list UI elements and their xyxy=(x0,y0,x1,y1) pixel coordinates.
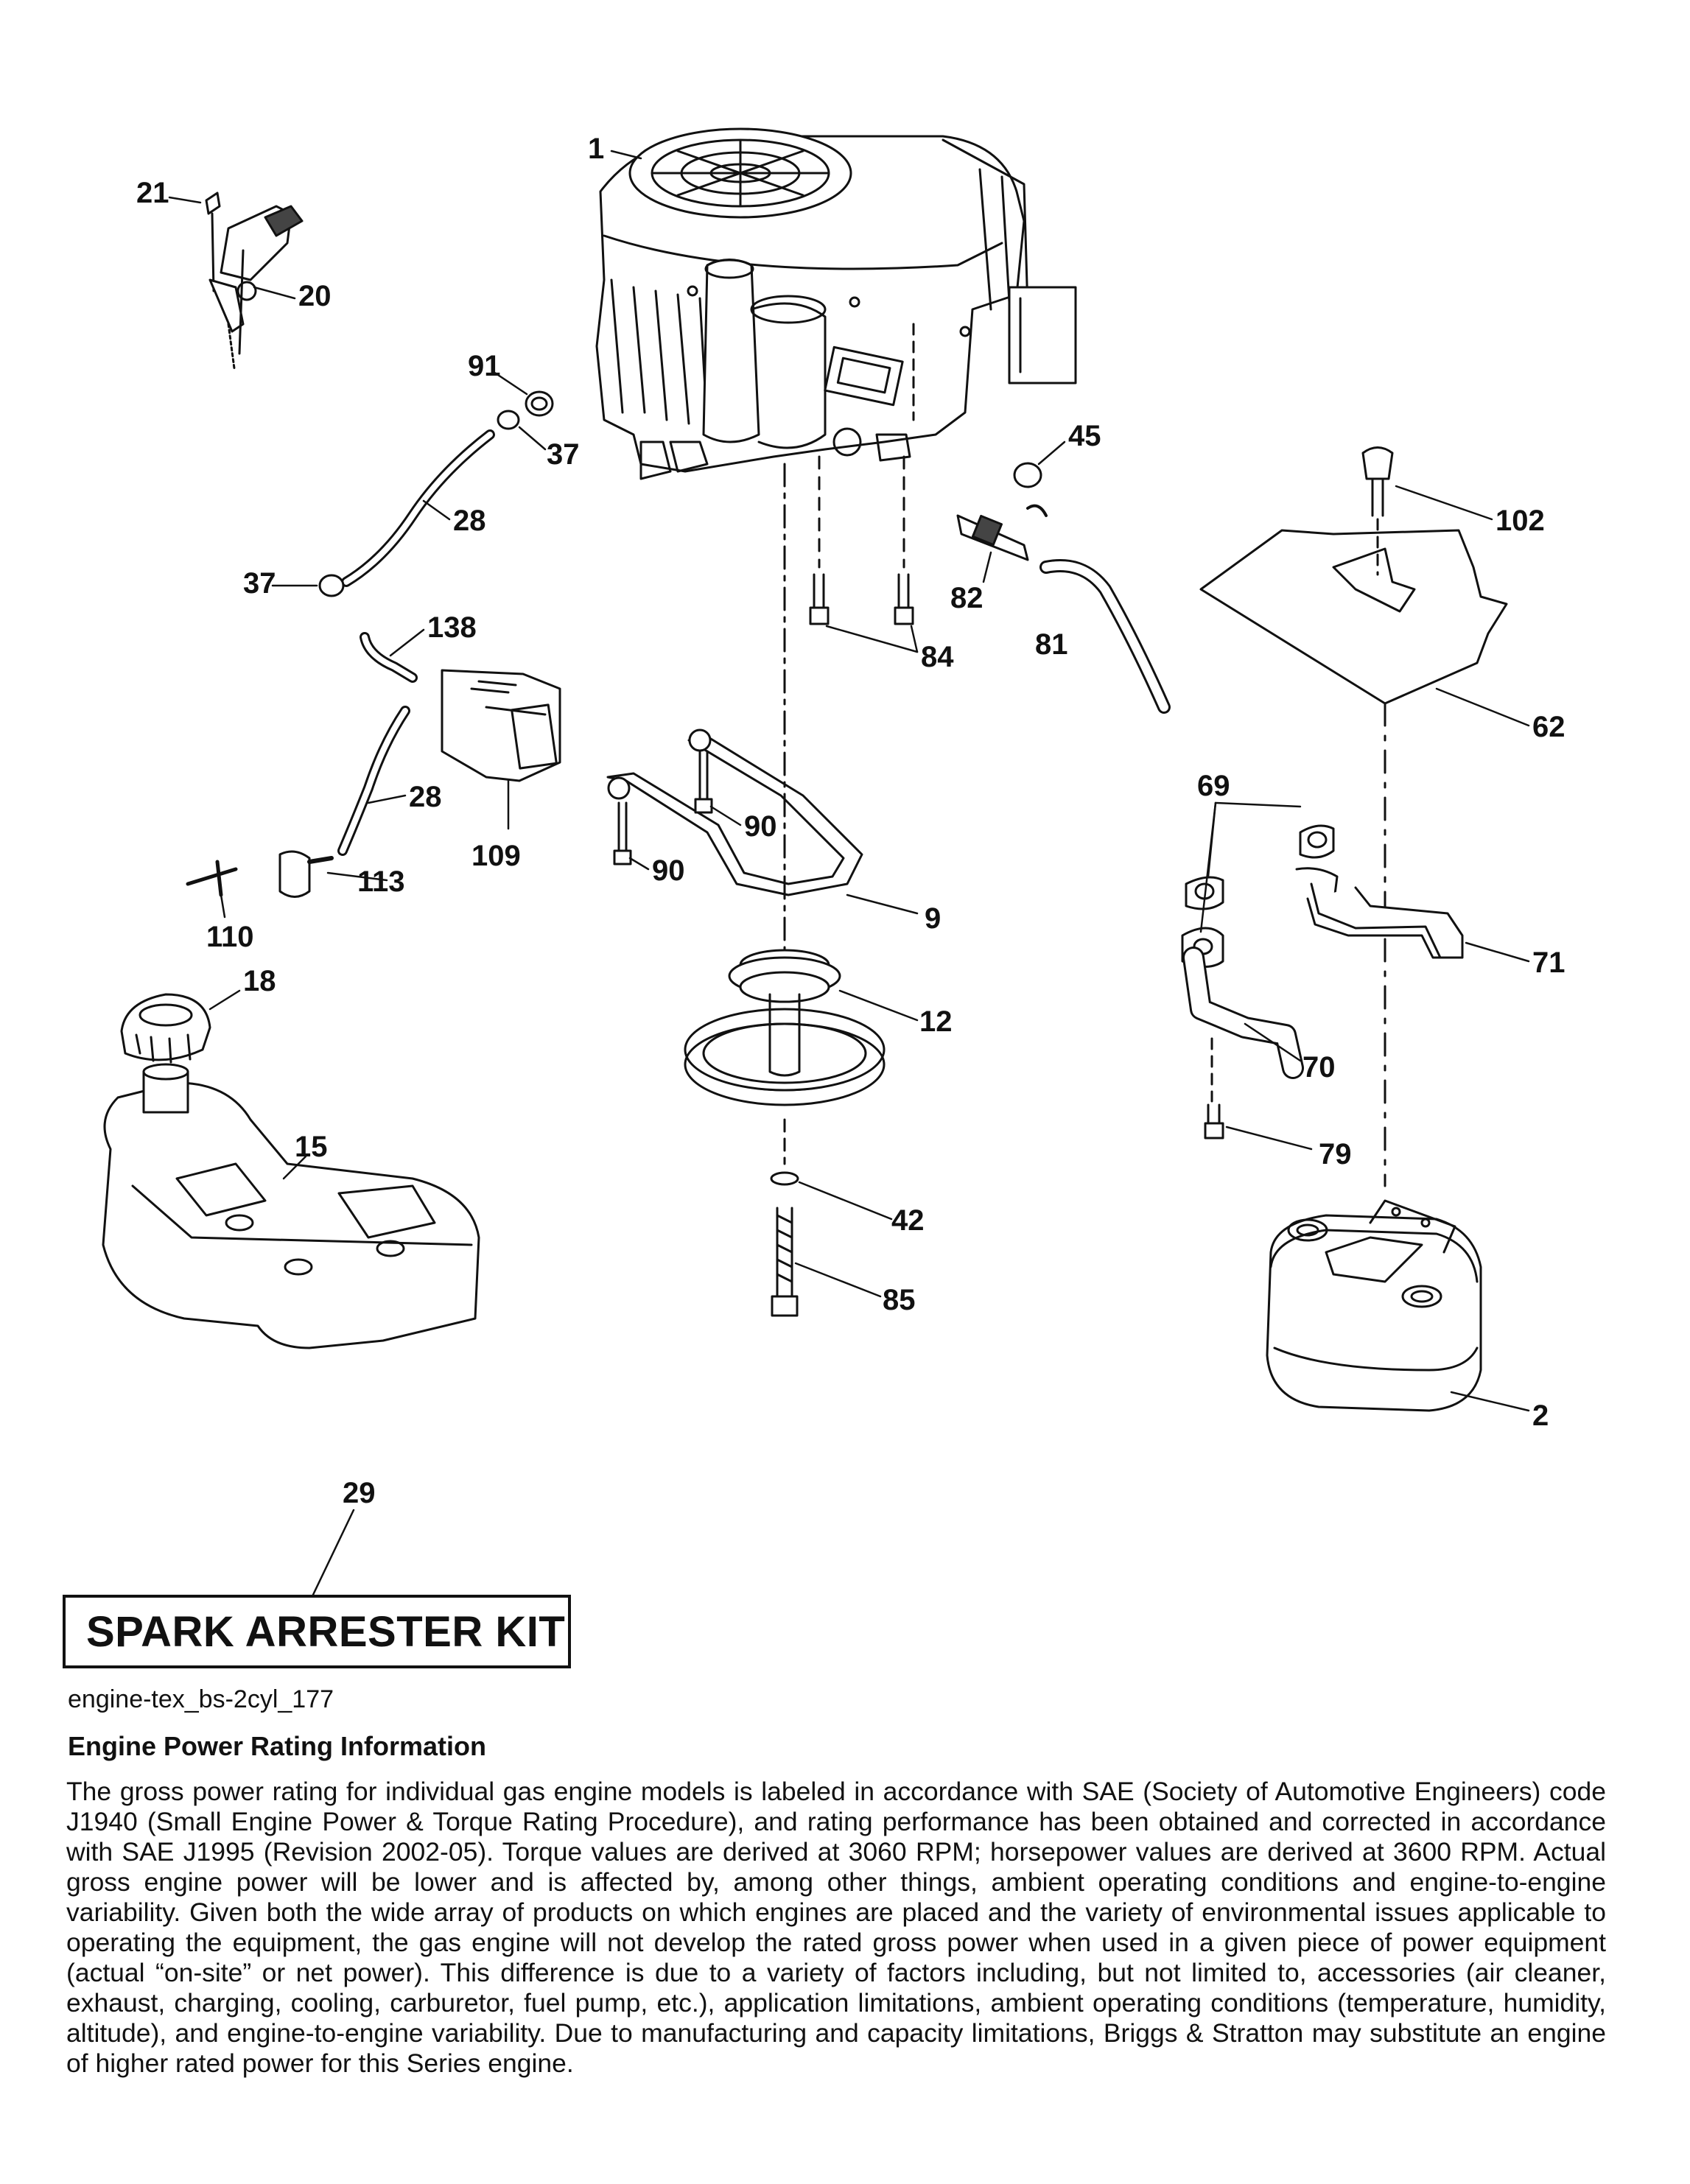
part-label: 15 xyxy=(295,1131,328,1163)
bolts-84-drawing xyxy=(809,455,914,625)
part-label: 12 xyxy=(919,1005,953,1038)
part-label: 70 xyxy=(1302,1051,1336,1084)
part-label: 45 xyxy=(1068,420,1101,452)
muffler-bracket-drawing xyxy=(606,728,863,896)
fuel-tank-drawing xyxy=(102,993,480,1349)
part-label: 84 xyxy=(921,641,954,673)
fuel-line-right-drawing xyxy=(956,462,1171,714)
throttle-control-drawing xyxy=(205,192,304,370)
part-label: 9 xyxy=(925,902,941,935)
part-label: 71 xyxy=(1532,947,1565,979)
part-label: 37 xyxy=(547,438,580,471)
muffler-drawing xyxy=(1266,1199,1482,1412)
part-label: 69 xyxy=(1197,770,1230,802)
part-label: 37 xyxy=(243,567,276,600)
part-label: 28 xyxy=(453,505,486,537)
part-label: 82 xyxy=(950,582,984,614)
part-number-labels: 1 21 20 91 37 28 37 138 109 28 110 113 1… xyxy=(136,133,1565,1509)
part-label: 91 xyxy=(468,350,501,382)
exploded-parts-diagram: 1 21 20 91 37 28 37 138 109 28 110 113 1… xyxy=(102,127,1565,1596)
part-label: 138 xyxy=(427,611,477,644)
diagram-file-id: engine-tex_bs-2cyl_177 xyxy=(68,1685,334,1713)
part-label: 102 xyxy=(1496,505,1545,537)
part-label: 79 xyxy=(1319,1138,1352,1170)
part-label: 1 xyxy=(588,133,604,165)
part-label: 62 xyxy=(1532,711,1565,743)
part-label: 81 xyxy=(1035,628,1068,661)
part-label: 113 xyxy=(357,865,405,898)
fuel-filter-assembly-drawing xyxy=(186,632,561,898)
part-label: 90 xyxy=(744,810,777,843)
part-label: 85 xyxy=(883,1284,916,1316)
part-label: 90 xyxy=(652,854,685,887)
section-heading: Engine Power Rating Information xyxy=(68,1731,487,1761)
fuel-hose-upper-drawing xyxy=(318,390,554,597)
rating-information-paragraph: The gross power rating for individual ga… xyxy=(66,1777,1606,2078)
heat-shield-drawing xyxy=(1199,446,1508,1187)
part-label: 42 xyxy=(891,1204,925,1237)
engine-drawing xyxy=(595,127,1077,480)
part-label: 109 xyxy=(471,840,521,872)
part-label: 18 xyxy=(243,965,276,997)
exhaust-pipes-drawing xyxy=(1181,824,1464,1140)
spark-arrester-kit-label: SPARK ARRESTER KIT xyxy=(63,1595,571,1668)
part-label: 110 xyxy=(206,921,254,953)
part-label: 28 xyxy=(409,781,442,813)
part-label: 29 xyxy=(343,1477,376,1509)
part-label: 20 xyxy=(298,280,332,312)
part-label: 2 xyxy=(1532,1400,1549,1432)
leader-lines xyxy=(168,150,1530,1596)
pulley-drawing xyxy=(684,463,886,1317)
part-label: 21 xyxy=(136,177,169,209)
